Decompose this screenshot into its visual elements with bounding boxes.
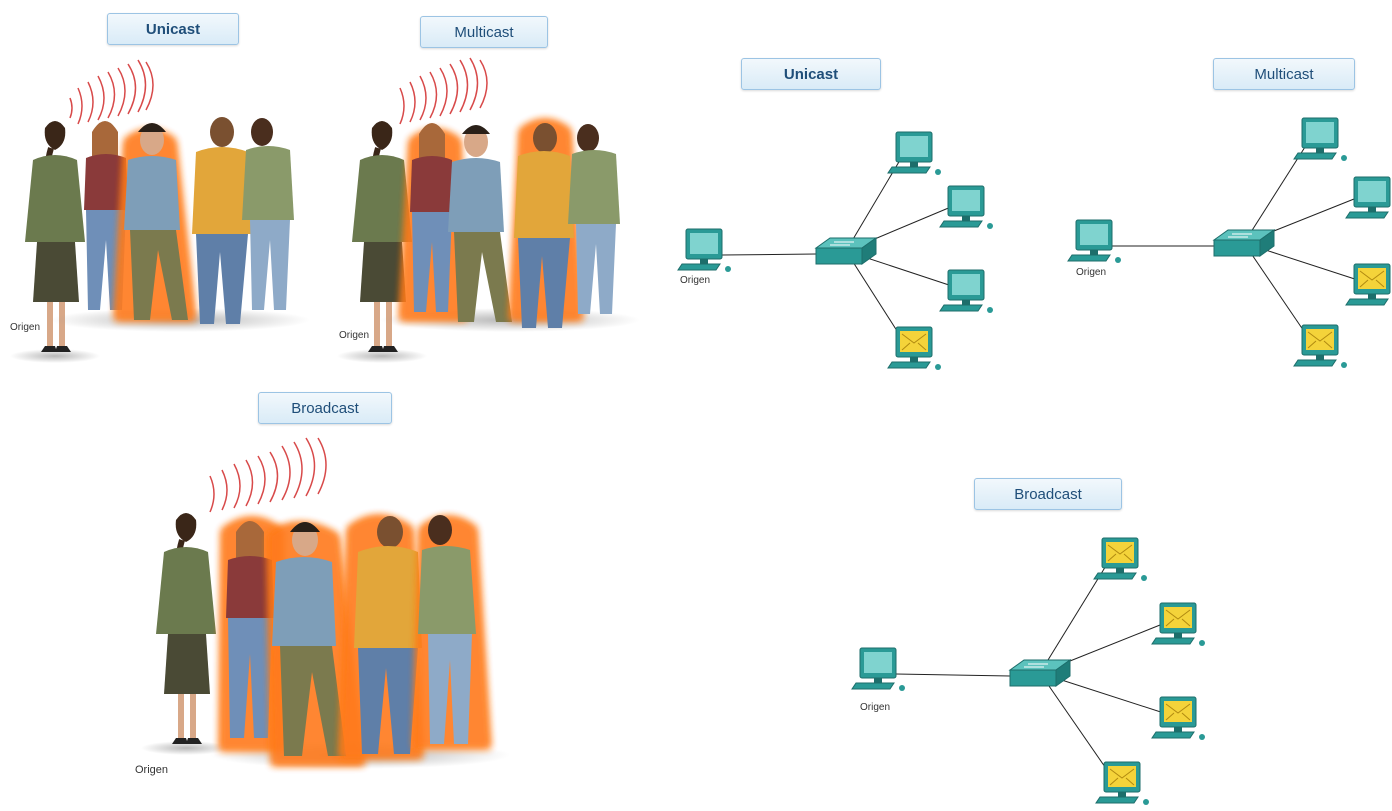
link-host bbox=[1243, 242, 1313, 344]
student-highlighted bbox=[354, 516, 422, 754]
source-pc-multicast bbox=[1067, 219, 1121, 263]
pc-multicast bbox=[1345, 176, 1391, 219]
receiving-pc-broadcast bbox=[1151, 696, 1205, 740]
receiving-pc-multicast bbox=[1293, 324, 1347, 368]
net-multicast-label: Multicast bbox=[1213, 58, 1355, 90]
link-source bbox=[721, 253, 817, 256]
net-broadcast-label: Broadcast bbox=[974, 478, 1122, 510]
link-host bbox=[1039, 672, 1115, 781]
receiving-pc-broadcast bbox=[1093, 537, 1147, 581]
source-pc-broadcast bbox=[851, 647, 905, 691]
source-pc-unicast bbox=[677, 228, 731, 272]
pc-unicast bbox=[887, 131, 941, 175]
net-unicast-origin: Origen bbox=[680, 275, 711, 286]
link-host bbox=[1243, 135, 1313, 244]
student bbox=[242, 118, 294, 310]
student-highlighted bbox=[124, 123, 188, 320]
receiving-pc-unicast bbox=[887, 326, 941, 370]
people-unicast-scene: Origen bbox=[10, 59, 310, 363]
student bbox=[192, 117, 252, 324]
net-multicast-origin: Origen bbox=[1076, 267, 1107, 278]
net-unicast-label: Unicast bbox=[741, 58, 881, 90]
pc-unicast bbox=[939, 185, 993, 229]
switch-unicast bbox=[814, 237, 878, 265]
link-host bbox=[845, 149, 907, 252]
people-unicast-label: Unicast bbox=[107, 13, 239, 45]
people-multicast-scene: Origen bbox=[337, 57, 640, 363]
pc-unicast bbox=[939, 269, 993, 313]
switch-multicast bbox=[1212, 229, 1276, 257]
people-broadcast-label: Broadcast bbox=[258, 392, 392, 424]
receiving-pc-multicast bbox=[1345, 263, 1391, 306]
net-broadcast-origin: Origen bbox=[860, 702, 891, 713]
student bbox=[448, 125, 512, 322]
student-highlighted bbox=[418, 515, 476, 744]
student-highlighted bbox=[514, 123, 574, 328]
people-unicast-origin: Origen bbox=[10, 322, 40, 333]
people-multicast-origin: Origen bbox=[339, 330, 369, 341]
link-source bbox=[895, 673, 1011, 677]
switch-broadcast bbox=[1008, 659, 1072, 687]
receiving-pc-broadcast bbox=[1151, 602, 1205, 646]
pc-multicast bbox=[1293, 117, 1347, 161]
student bbox=[568, 124, 620, 314]
student-highlighted bbox=[226, 521, 274, 738]
people-multicast-label: Multicast bbox=[420, 16, 548, 48]
people-broadcast-scene: Origen bbox=[135, 437, 510, 776]
student bbox=[84, 121, 128, 310]
student-highlighted bbox=[272, 522, 346, 756]
student-highlighted bbox=[410, 123, 454, 312]
receiving-pc-broadcast bbox=[1095, 761, 1149, 805]
people-broadcast-origin: Origen bbox=[135, 764, 168, 776]
